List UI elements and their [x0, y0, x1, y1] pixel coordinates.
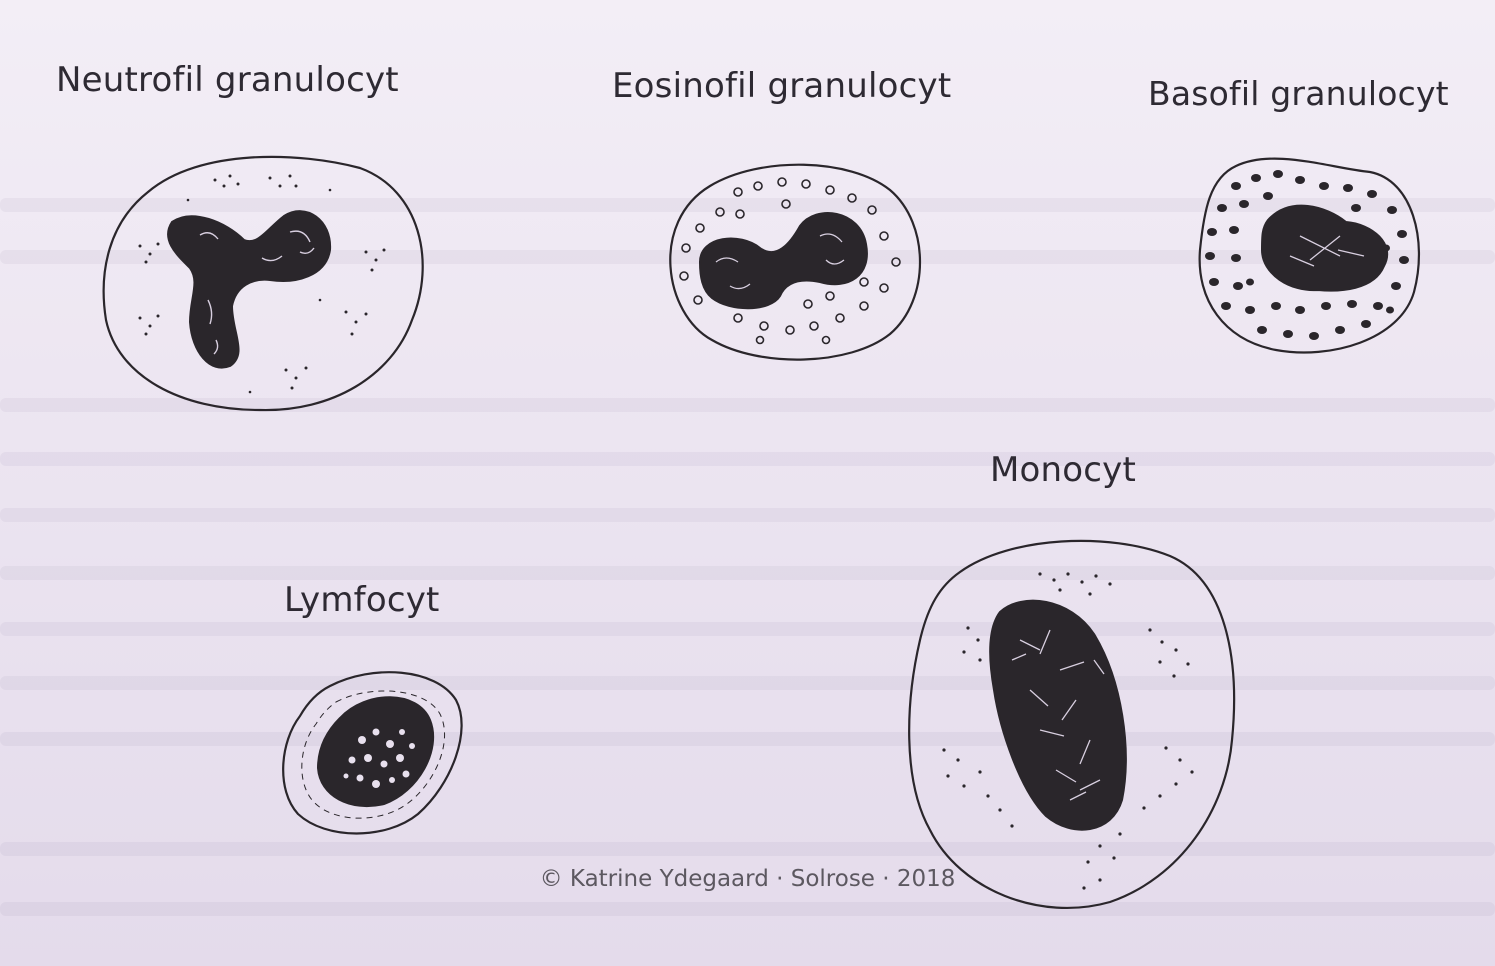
neutrophil-membrane	[104, 157, 423, 410]
label-lymphocyte: Lymfocyt	[284, 580, 440, 620]
basophil-cell	[1200, 159, 1419, 353]
copyright-notice: © Katrine Ydegaard · Solrose · 2018	[0, 866, 1495, 892]
lymphocyte-nucleus	[318, 697, 433, 806]
eosinophil-nucleus	[700, 213, 867, 308]
lymphocyte-cell	[283, 672, 461, 833]
neutrophil-granules	[139, 175, 386, 394]
eosinophil-cell	[670, 165, 920, 360]
label-eosinophil: Eosinofil granulocyt	[612, 66, 951, 106]
neutrophil-cell	[104, 157, 423, 410]
monocyte-nucleus	[990, 601, 1126, 830]
label-basophil: Basofil granulocyt	[1148, 74, 1449, 113]
monocyte-cell	[909, 541, 1234, 908]
label-monocyte: Monocyt	[990, 450, 1136, 490]
label-neutrophil: Neutrofil granulocyt	[56, 60, 399, 100]
